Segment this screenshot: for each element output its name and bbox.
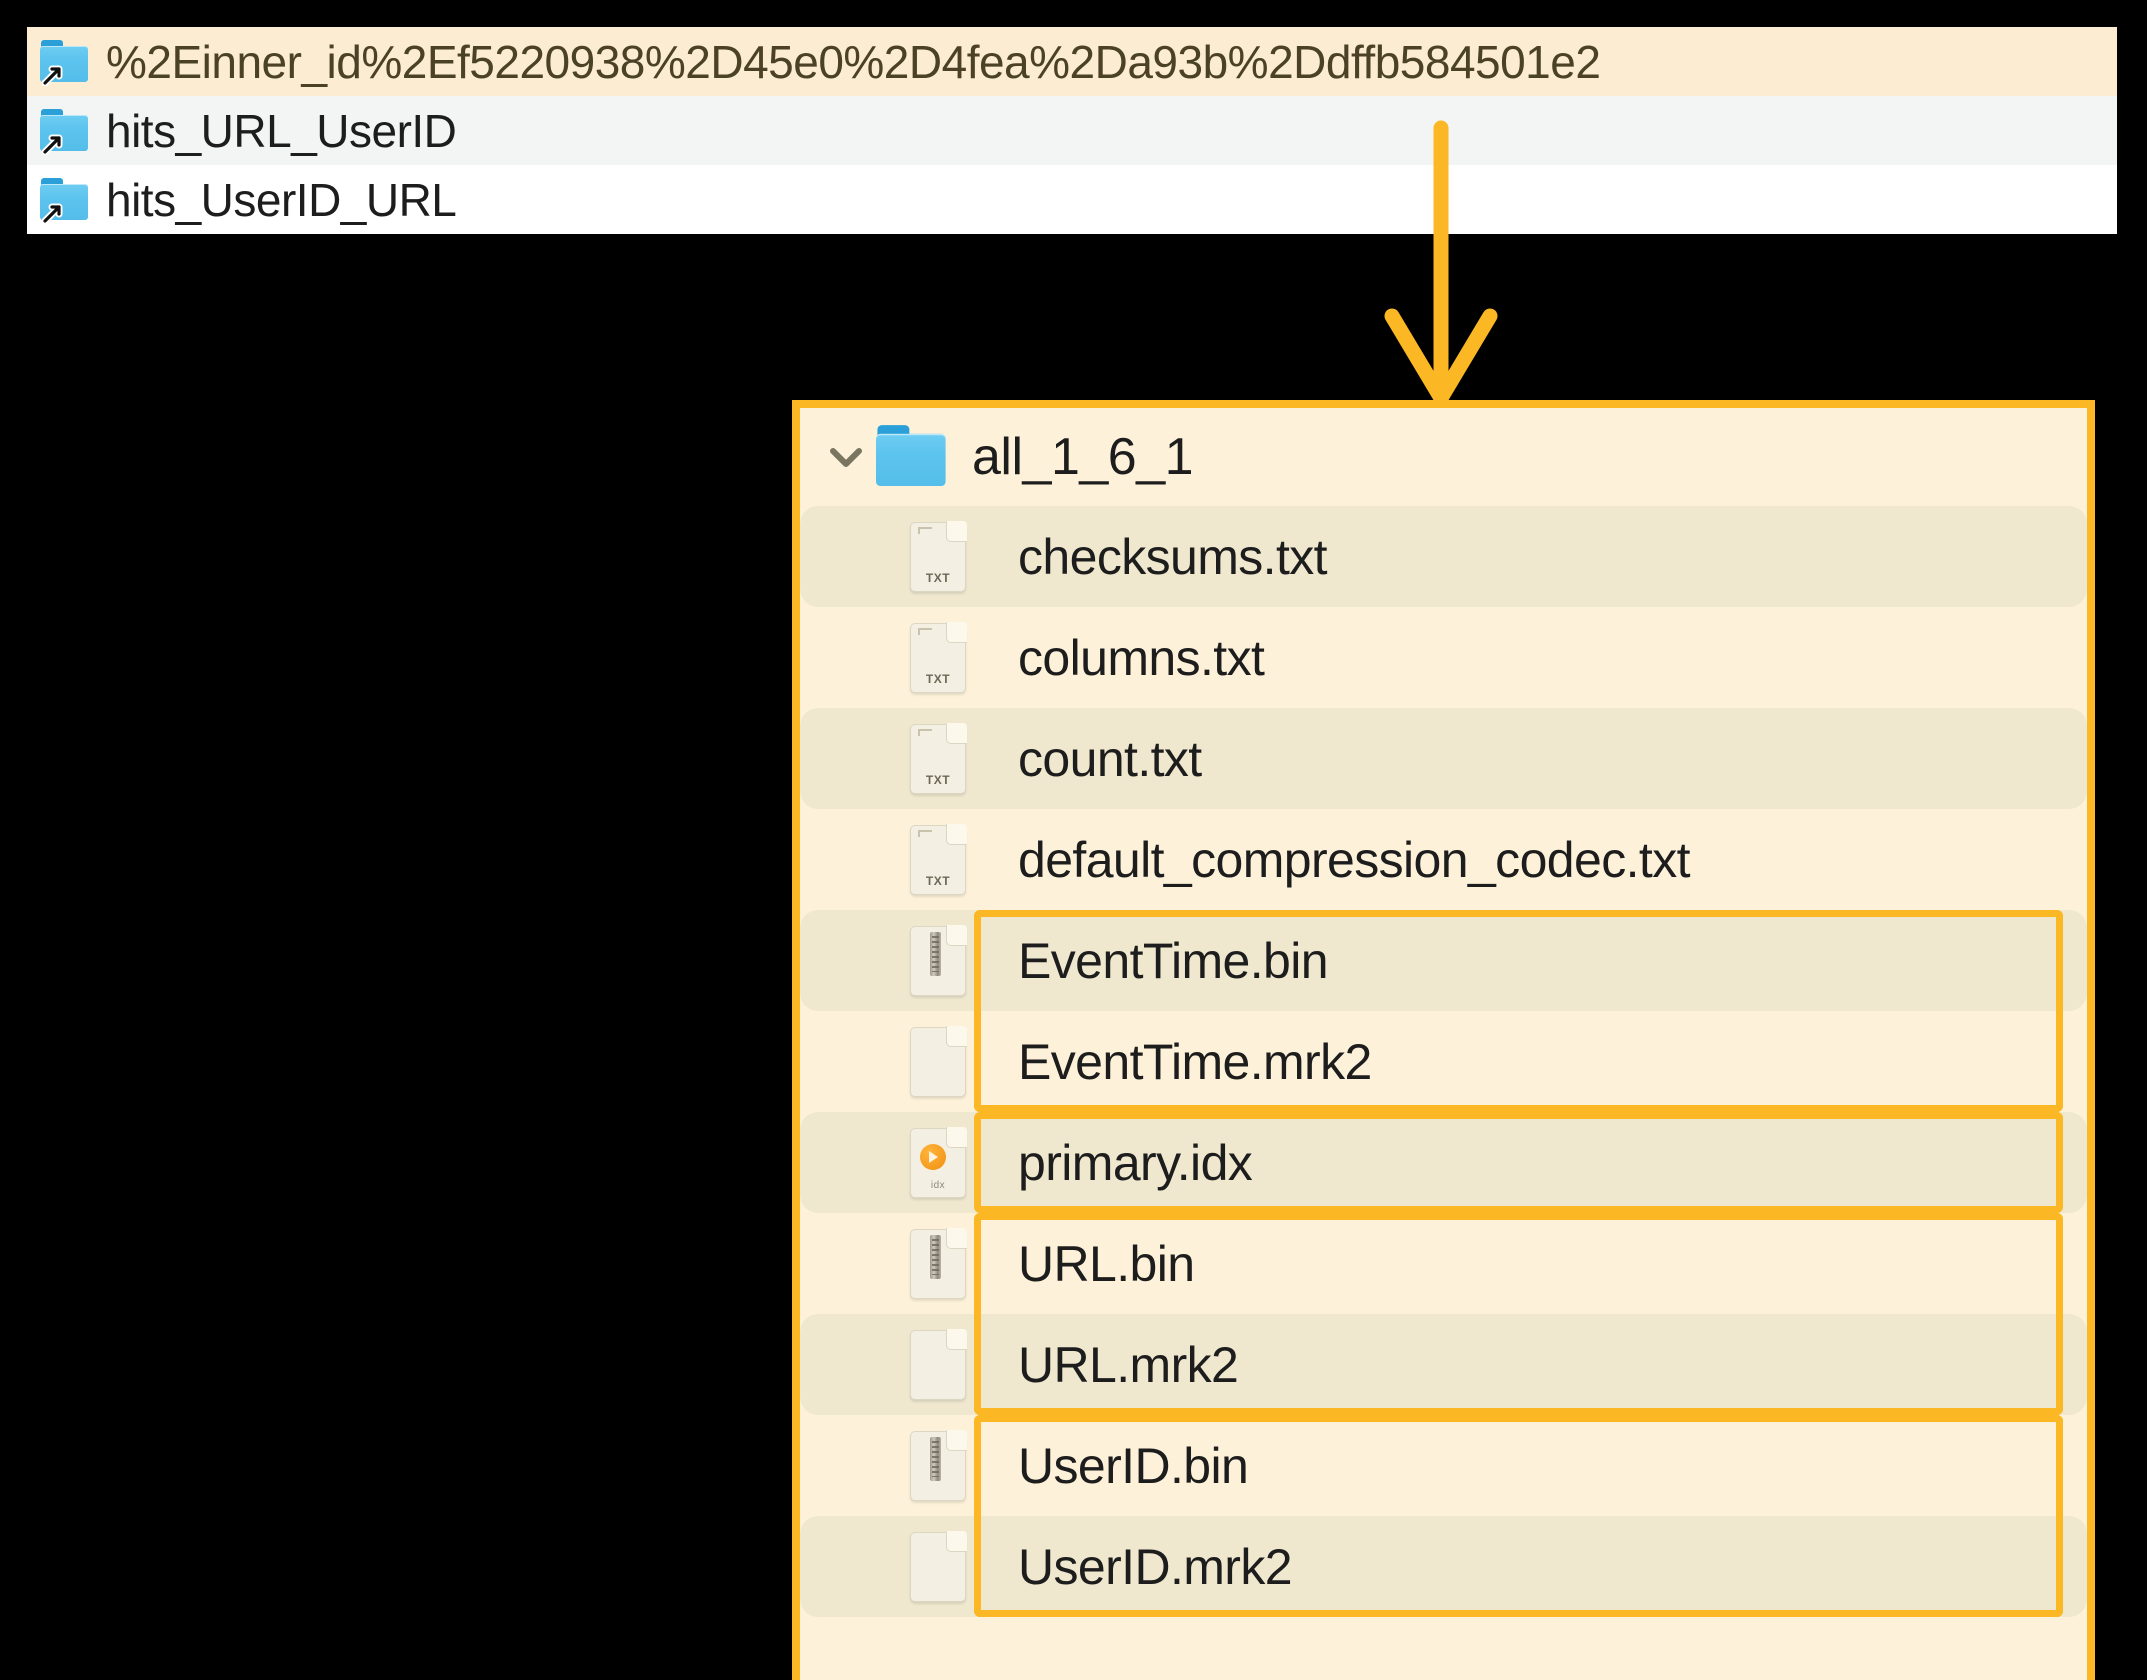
list-item[interactable]: %2Einner_id%2Ef5220938%2D45e0%2D4fea%2Da… bbox=[27, 27, 2117, 96]
txt-file-icon: TXT bbox=[910, 520, 967, 592]
folder-icon bbox=[876, 425, 949, 489]
list-item[interactable]: hits_URL_UserID bbox=[27, 96, 2117, 165]
file-row[interactable]: URL.bin bbox=[800, 1213, 2087, 1314]
file-name: UserID.bin bbox=[1018, 1437, 1249, 1494]
file-name: checksums.txt bbox=[1018, 528, 1328, 585]
bin-file-icon bbox=[910, 1429, 967, 1501]
file-name: columns.txt bbox=[1018, 629, 1265, 686]
list-item[interactable]: hits_UserID_URL bbox=[27, 165, 2117, 234]
file-ext-label: TXT bbox=[925, 671, 951, 686]
file-row[interactable]: UserID.mrk2 bbox=[800, 1516, 2087, 1617]
file-row[interactable]: TXT columns.txt bbox=[800, 607, 2087, 708]
file-row[interactable]: TXT count.txt bbox=[800, 708, 2087, 809]
blank-file-icon bbox=[910, 1025, 967, 1097]
txt-file-icon: TXT bbox=[910, 722, 967, 794]
folder-shortcut-icon bbox=[40, 108, 90, 155]
list-item-label: hits_URL_UserID bbox=[106, 104, 457, 157]
file-name: count.txt bbox=[1018, 730, 1202, 787]
file-row[interactable]: idx primary.idx bbox=[800, 1112, 2087, 1213]
blank-file-icon bbox=[910, 1530, 967, 1602]
tree-root-row[interactable]: all_1_6_1 bbox=[800, 408, 2087, 506]
file-ext-label: TXT bbox=[925, 873, 951, 888]
txt-file-icon: TXT bbox=[910, 621, 967, 693]
expanded-part-directory-panel: all_1_6_1 TXT checksums.txt TXT columns.… bbox=[792, 400, 2095, 1680]
blank-file-icon bbox=[910, 1328, 967, 1400]
file-row[interactable]: UserID.bin bbox=[800, 1415, 2087, 1516]
folder-shortcut-icon bbox=[40, 39, 90, 86]
file-name: EventTime.mrk2 bbox=[1018, 1033, 1372, 1090]
file-row[interactable]: TXT default_compression_codec.txt bbox=[800, 809, 2087, 910]
chevron-down-icon[interactable] bbox=[820, 431, 872, 483]
idx-file-icon: idx bbox=[910, 1126, 967, 1198]
file-row[interactable]: EventTime.bin bbox=[800, 910, 2087, 1011]
list-item-label: %2Einner_id%2Ef5220938%2D45e0%2D4fea%2Da… bbox=[106, 35, 1601, 88]
file-row[interactable]: EventTime.mrk2 bbox=[800, 1011, 2087, 1112]
tree-root-label: all_1_6_1 bbox=[972, 428, 1194, 486]
file-row[interactable]: URL.mrk2 bbox=[800, 1314, 2087, 1415]
directory-list-panel: %2Einner_id%2Ef5220938%2D45e0%2D4fea%2Da… bbox=[27, 27, 2117, 234]
file-name: EventTime.bin bbox=[1018, 932, 1329, 989]
file-row[interactable]: TXT checksums.txt bbox=[800, 506, 2087, 607]
file-ext-label: TXT bbox=[925, 772, 951, 787]
folder-shortcut-icon bbox=[40, 177, 90, 224]
txt-file-icon: TXT bbox=[910, 823, 967, 895]
list-item-label: hits_UserID_URL bbox=[106, 173, 457, 226]
file-name: default_compression_codec.txt bbox=[1018, 831, 1690, 888]
file-name: primary.idx bbox=[1018, 1134, 1253, 1191]
file-name: UserID.mrk2 bbox=[1018, 1538, 1293, 1595]
bin-file-icon bbox=[910, 924, 967, 996]
file-name: URL.mrk2 bbox=[1018, 1336, 1239, 1393]
file-ext-label: TXT bbox=[925, 570, 951, 585]
file-name: URL.bin bbox=[1018, 1235, 1195, 1292]
bin-file-icon bbox=[910, 1227, 967, 1299]
file-ext-label: idx bbox=[930, 1179, 946, 1191]
